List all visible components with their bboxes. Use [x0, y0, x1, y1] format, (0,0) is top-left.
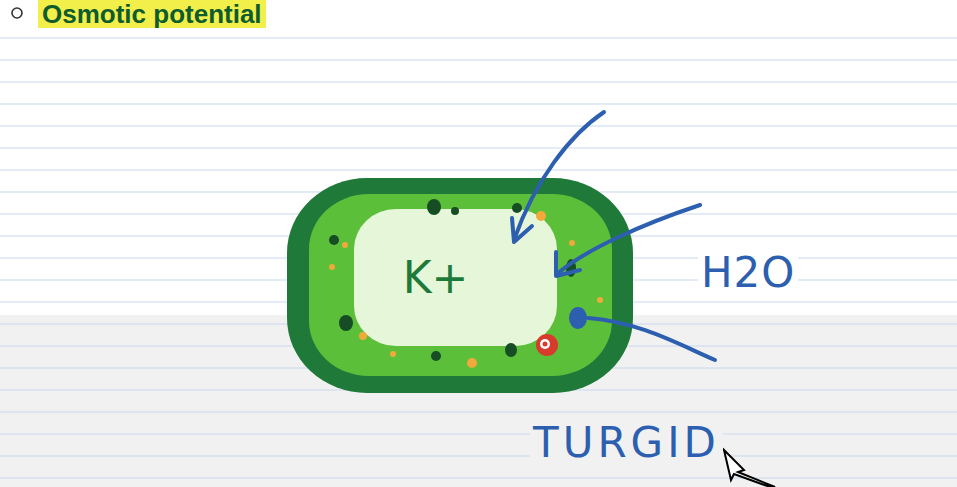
- water-label: H2O: [698, 250, 798, 296]
- nucleolus: [540, 339, 550, 349]
- state-label: TURGID: [530, 420, 723, 466]
- cell-wall: [287, 178, 633, 393]
- granules: [329, 211, 603, 368]
- heading: Osmotic potential: [38, 0, 266, 28]
- ion-label: K+: [403, 256, 469, 300]
- cytoplasm: [309, 194, 612, 376]
- vacuole: [354, 209, 557, 346]
- bullet: [12, 8, 22, 18]
- cursor: [724, 450, 775, 487]
- vacuole-label-box: K+: [354, 209, 557, 346]
- organelles: [329, 199, 576, 361]
- ruled-lines: [0, 38, 957, 478]
- water-arrows: [512, 112, 715, 360]
- nucleus: [536, 334, 558, 356]
- water-blob: [569, 307, 587, 329]
